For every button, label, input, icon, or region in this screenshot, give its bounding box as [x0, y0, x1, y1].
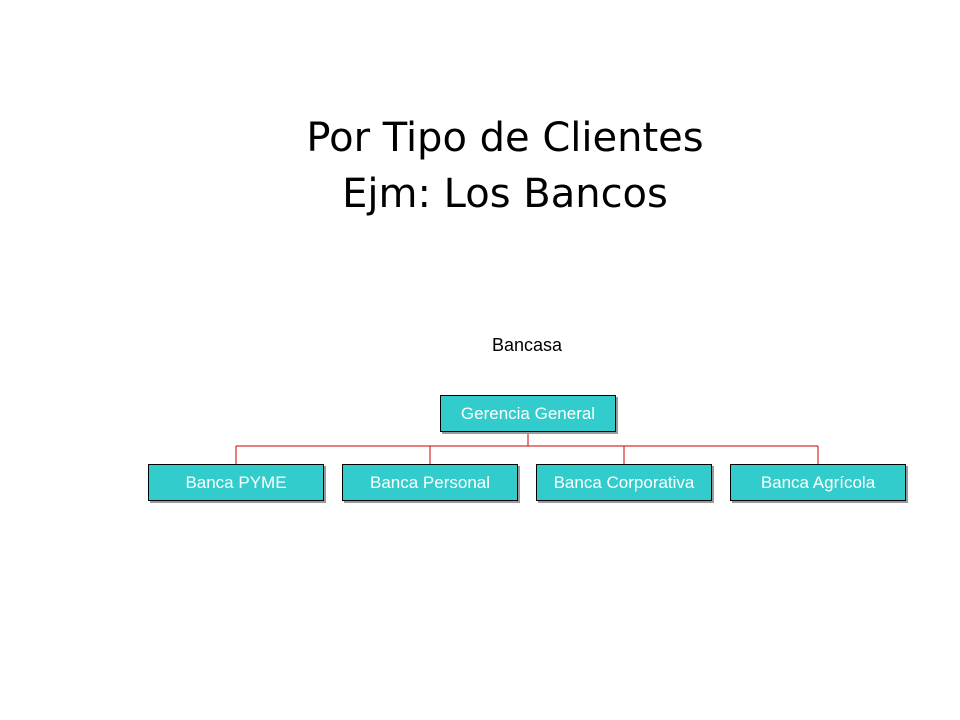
org-node-banca-corporativa: Banca Corporativa: [536, 464, 712, 501]
org-node-label: Banca PYME: [185, 472, 287, 492]
org-node-label: Banca Personal: [369, 472, 491, 492]
org-node-gerencia-general: Gerencia General: [440, 395, 616, 432]
slide-title: Por Tipo de Clientes Ejm: Los Bancos: [0, 110, 960, 222]
slide-title-line-2: Ejm: Los Bancos: [342, 171, 668, 217]
org-node-banca-agricola: Banca Agrícola: [730, 464, 906, 501]
org-node-label: Banca Agrícola: [760, 472, 876, 492]
org-chart-title: Bancasa: [491, 335, 563, 355]
org-node-label: Gerencia General: [460, 403, 596, 423]
org-node-banca-pyme: Banca PYME: [148, 464, 324, 501]
slide-title-line-1: Por Tipo de Clientes: [306, 115, 704, 161]
org-node-label: Banca Corporativa: [553, 472, 695, 492]
org-node-banca-personal: Banca Personal: [342, 464, 518, 501]
